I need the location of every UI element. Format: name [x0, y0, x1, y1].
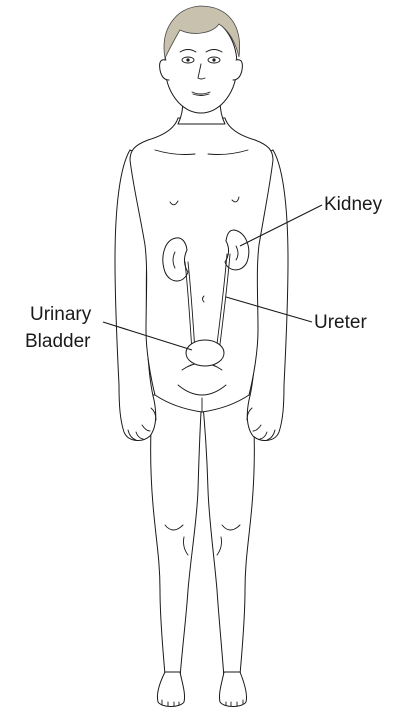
left-leg [151, 395, 202, 678]
urinary-bladder [186, 340, 224, 366]
kidney-label: Kidney [324, 194, 383, 215]
bladder-label-line2: Bladder [25, 331, 91, 352]
left-foot [157, 672, 184, 707]
bladder-label-line1: Urinary [30, 304, 92, 325]
right-foot [219, 672, 246, 707]
right-leg [202, 395, 254, 678]
left-kidney [163, 238, 188, 281]
torso [130, 118, 273, 412]
ureter-label: Ureter [314, 312, 367, 333]
